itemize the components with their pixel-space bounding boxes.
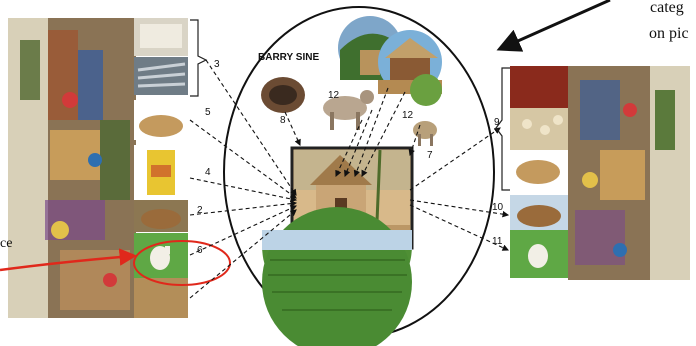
left-product-strip — [134, 18, 188, 318]
label-12b: 12 — [402, 110, 414, 121]
label-9: 9 — [494, 117, 500, 128]
chili-image — [510, 66, 568, 108]
cattle-image — [323, 90, 374, 130]
label-6: 6 — [197, 245, 203, 256]
label-8: 8 — [280, 115, 286, 126]
label-2: 2 — [197, 205, 203, 216]
label-5: 5 — [205, 107, 211, 118]
red-arrow — [0, 248, 137, 272]
caption-fragment-top: categ — [650, 0, 684, 16]
caption-fragment-mid: on pic — [649, 25, 689, 42]
label-3: 3 — [214, 59, 220, 70]
label-11: 11 — [492, 236, 503, 247]
left-market-photo — [8, 18, 136, 318]
right-bracket — [495, 67, 510, 191]
bird-image — [261, 77, 305, 113]
nuts-image — [510, 108, 568, 150]
inflow-arrows — [189, 59, 421, 299]
right-product-strip — [510, 66, 568, 278]
pointer-arrow — [496, 0, 611, 52]
right-market-photo — [568, 66, 690, 280]
left-bracket — [190, 19, 208, 97]
millet-field-circle-image — [262, 207, 412, 346]
diagram-title: BARRY SINE — [258, 52, 319, 63]
label-4: 4 — [205, 167, 211, 178]
caption-fragment-left: ce — [0, 236, 12, 251]
outflow-arrows — [409, 127, 510, 251]
grass-circle-image — [410, 74, 442, 106]
horse-image — [413, 121, 437, 146]
label-12a: 12 — [328, 90, 340, 101]
label-10: 10 — [492, 202, 504, 213]
label-7: 7 — [427, 150, 433, 161]
